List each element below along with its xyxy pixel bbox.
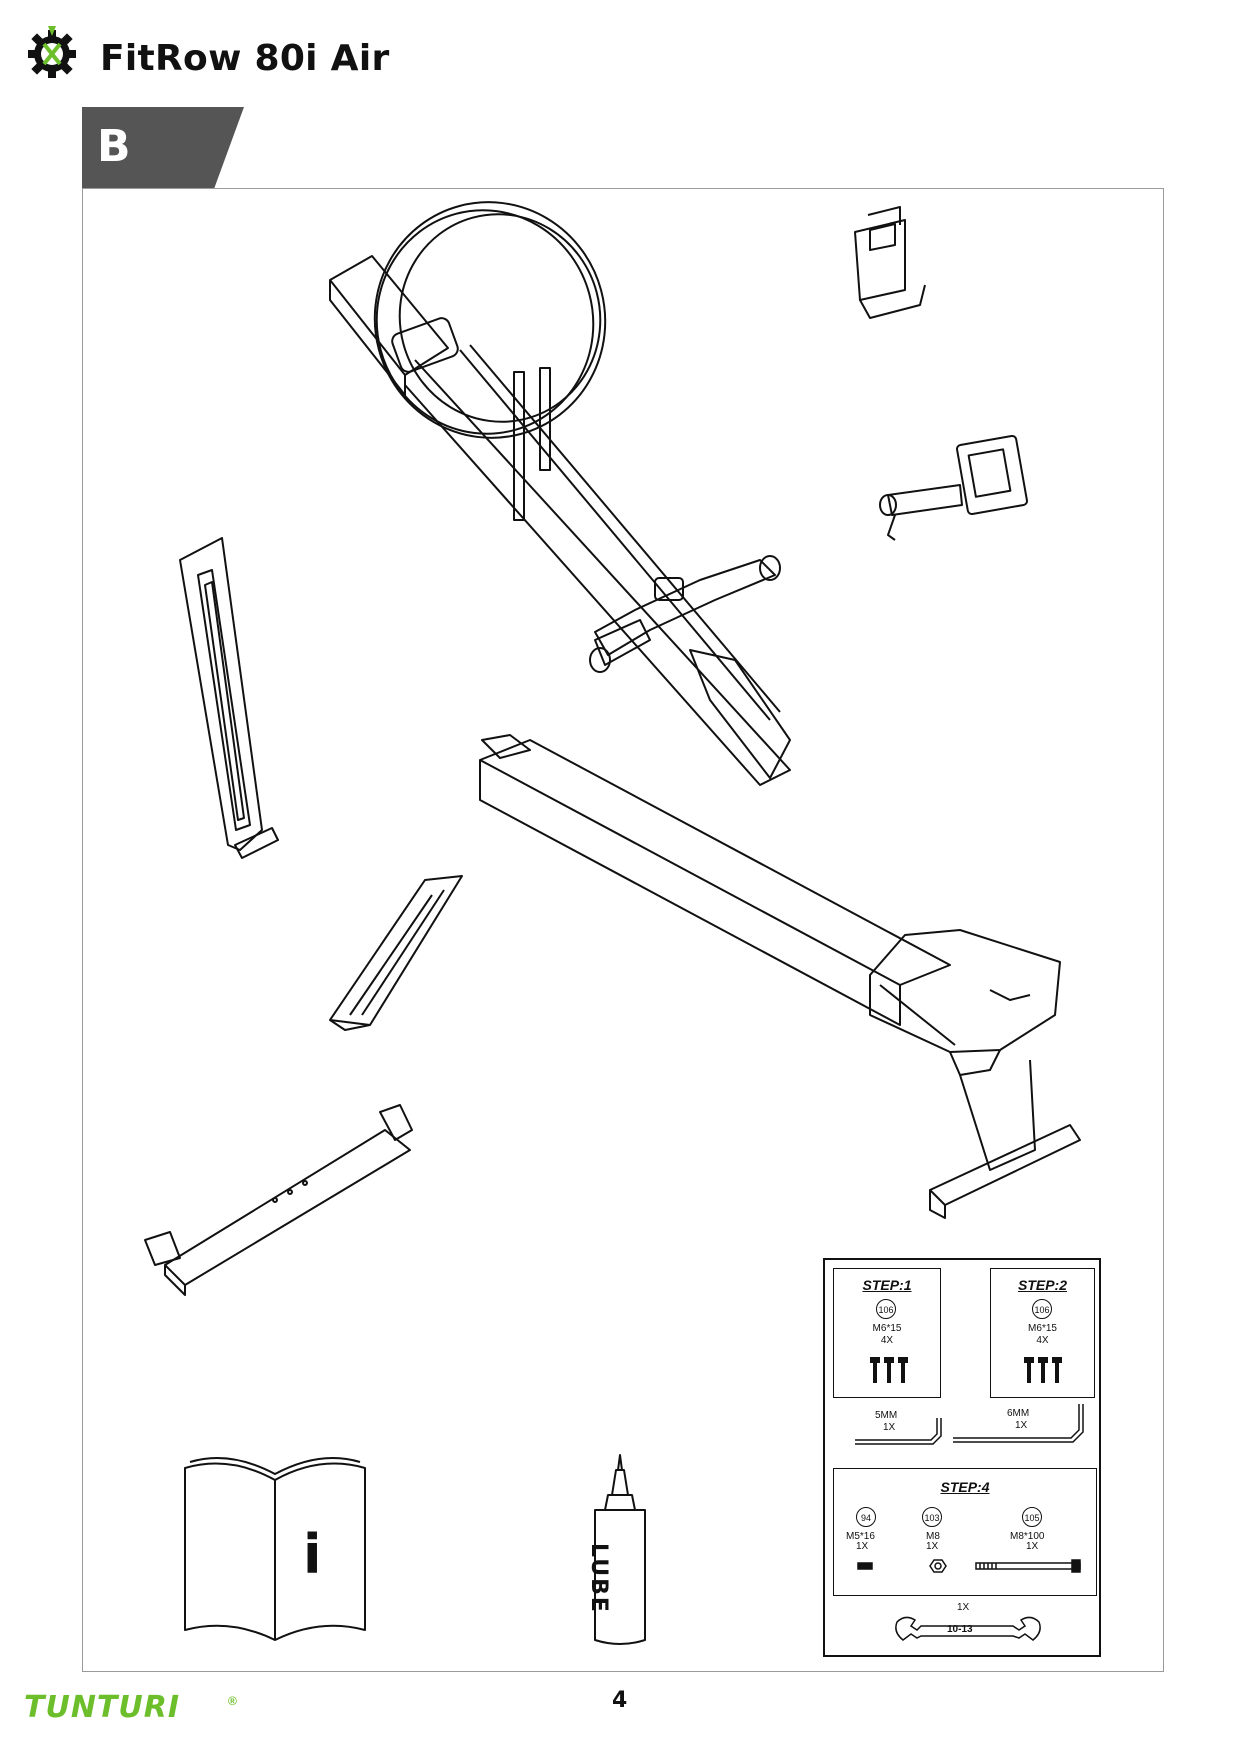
allen-6mm-size: 6MM (1007, 1408, 1030, 1419)
page-number: 4 (612, 1688, 628, 1713)
step4-hardware-icons (857, 1559, 1081, 1573)
step2-title: STEP:2 (1017, 1277, 1067, 1293)
step1-part-number: 106 (876, 1299, 896, 1319)
illustration-frame (82, 188, 1164, 1672)
allen-6mm-qty: 1X (1015, 1420, 1028, 1431)
gear-logo-icon (28, 26, 76, 78)
step1-box: STEP:1 106 M6*15 4X (833, 1268, 941, 1398)
front-stabilizer (144, 1104, 413, 1296)
step2-box: STEP:2 106 M6*15 4X (990, 1268, 1095, 1398)
flywheel-assembly (329, 201, 791, 786)
step4-spec-103: M8 (926, 1531, 940, 1542)
allen-5mm-size: 5MM (875, 1410, 898, 1421)
step2-spec: M6*15 (1028, 1323, 1057, 1334)
lube-bottle-icon (594, 1454, 646, 1645)
step4-part-94: 94 (856, 1507, 876, 1527)
allen-5mm-qty: 1X (883, 1422, 896, 1433)
step4-qty-94: 1X (856, 1541, 869, 1552)
step4-part-103: 103 (922, 1507, 942, 1527)
step1-spec: M6*15 (872, 1323, 902, 1334)
handle (589, 555, 781, 673)
wrench-icon (895, 1616, 1041, 1641)
step4-qty-105: 1X (1026, 1541, 1039, 1552)
step4-box: STEP:4 94 M5*16 1X 103 M8 1X 105 M8*100 … (833, 1468, 1097, 1596)
hardware-box: STEP:1 106 M6*15 4X STEP:2 106 M6*15 4X … (823, 1258, 1101, 1657)
step4-part-105: 105 (1022, 1507, 1042, 1527)
step1-qty: 4X (880, 1335, 894, 1346)
front-leg (179, 537, 279, 859)
monitor-arm (879, 434, 1028, 541)
step2-part-number: 106 (1032, 1299, 1052, 1319)
step4-title: STEP:4 (940, 1479, 990, 1495)
manual-info-letter: i (303, 1523, 322, 1586)
phone-holder (854, 206, 926, 319)
user-manual-icon (184, 1457, 366, 1641)
step2-qty: 4X (1036, 1335, 1049, 1346)
page-title: FitRow 80i Air (100, 38, 390, 79)
bolts-icon (1024, 1357, 1062, 1383)
step1-title: STEP:1 (862, 1277, 912, 1293)
step4-spec-105: M8*100 (1010, 1531, 1045, 1542)
registered-mark: ® (228, 1694, 237, 1708)
seat-rail (479, 734, 1081, 1219)
rear-leg (329, 875, 463, 1031)
allen-keys-icon (855, 1404, 1084, 1445)
section-tab: B (82, 107, 244, 189)
section-letter: B (97, 121, 131, 172)
lube-label: LUBE (586, 1543, 611, 1614)
wrench-size: 10-13 (947, 1624, 973, 1635)
bolts-icon (870, 1357, 908, 1383)
step4-spec-94: M5*16 (846, 1531, 875, 1542)
wrench-qty: 1X (957, 1602, 970, 1613)
step4-qty-103: 1X (926, 1541, 939, 1552)
brand-logo: TUNTURI (24, 1690, 181, 1725)
